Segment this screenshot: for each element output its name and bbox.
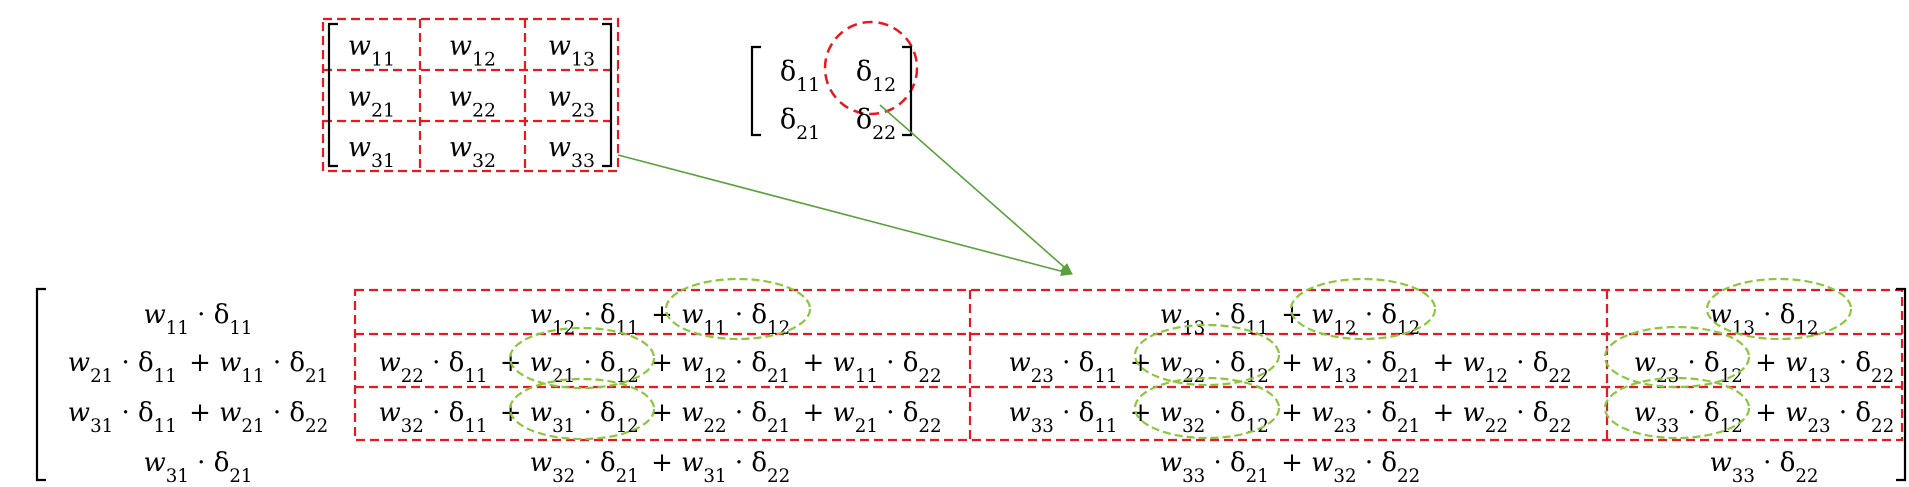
delta-highlight-circle [823,20,919,116]
result-cell: w23 · δ11 + w22 · δ12 + w13 · δ21 + w12 … [1008,348,1571,387]
weight-cell: w33 [548,132,595,172]
right-bracket [902,45,913,137]
result-cell: w22 · δ11 + w21 · δ12 + w12 · δ21 + w11 … [378,348,941,387]
delta-to-result-arrow [879,104,1073,275]
result-cell: w13 · δ11 + w12 · δ12 [1160,300,1420,339]
matrix-text: w11 w12 w13 w21 w22 w23 w31 w32 w33 δ11 δ12 δ21 δ22 w… [68,31,1894,487]
result-cell: w33 · δ11 + w32 · δ12 + w23 · δ21 + w22 … [1008,398,1571,437]
weight-cell: w23 [548,82,595,122]
dashed-boxes [321,17,1904,442]
result-cell: w12 · δ11 + w11 · δ12 [530,300,790,339]
result-cell: w31 · δ11 + w21 · δ22 [68,398,328,437]
left-bracket [750,45,761,137]
result-cell: w11 · δ11 [143,300,252,339]
weight-cell: w22 [449,82,496,122]
matrix-brackets [35,22,1907,482]
term-highlight-ellipse [1603,376,1751,440]
result-cell: w32 · δ11 + w31 · δ12 + w22 · δ21 + w21 … [378,398,941,437]
weight-cell: w13 [548,31,595,71]
weight-cell: w11 [348,31,395,71]
left-bracket [327,22,338,168]
weight-cell: w12 [449,31,496,71]
result-cell: w32 · δ21 + w31 · δ22 [530,448,790,487]
weight-to-result-arrow [617,154,1073,277]
weight-cell: w32 [449,132,496,172]
term-highlight-ellipse [508,326,656,390]
term-highlight-ellipse [1289,277,1437,341]
result-cell: w33 · δ21 + w32 · δ22 [1160,448,1420,487]
right-bracket [1896,287,1907,482]
result-cell: w21 · δ11 + w11 · δ21 [68,348,328,387]
weight-cell: w31 [348,132,395,172]
term-highlight-ellipse [664,277,812,341]
highlight-ellipses [508,277,1853,441]
delta-cell: δ11 [780,56,820,96]
weight-matrix-box [321,17,620,173]
result-cell: w31 · δ21 [143,448,252,487]
term-highlight-ellipse [1133,376,1281,440]
arrows [617,104,1073,277]
right-bracket [602,22,613,168]
delta-cell: δ12 [856,56,896,96]
result-cell: w23 · δ12 + w13 · δ22 [1634,348,1894,387]
result-cell: w33 · δ22 [1709,448,1818,487]
term-highlight-ellipse [508,377,656,441]
result-cell: w13 · δ12 [1709,300,1818,339]
result-grid-box [353,288,1904,442]
delta-cell: δ21 [780,104,820,144]
weight-cell: w21 [348,82,395,122]
term-highlight-ellipse [1133,323,1281,387]
term-highlight-ellipse [1705,277,1853,341]
term-highlight-ellipse [1603,325,1751,389]
left-bracket [35,287,46,482]
delta-cell: δ22 [856,104,896,144]
result-cell: w33 · δ12 + w23 · δ22 [1634,398,1894,437]
